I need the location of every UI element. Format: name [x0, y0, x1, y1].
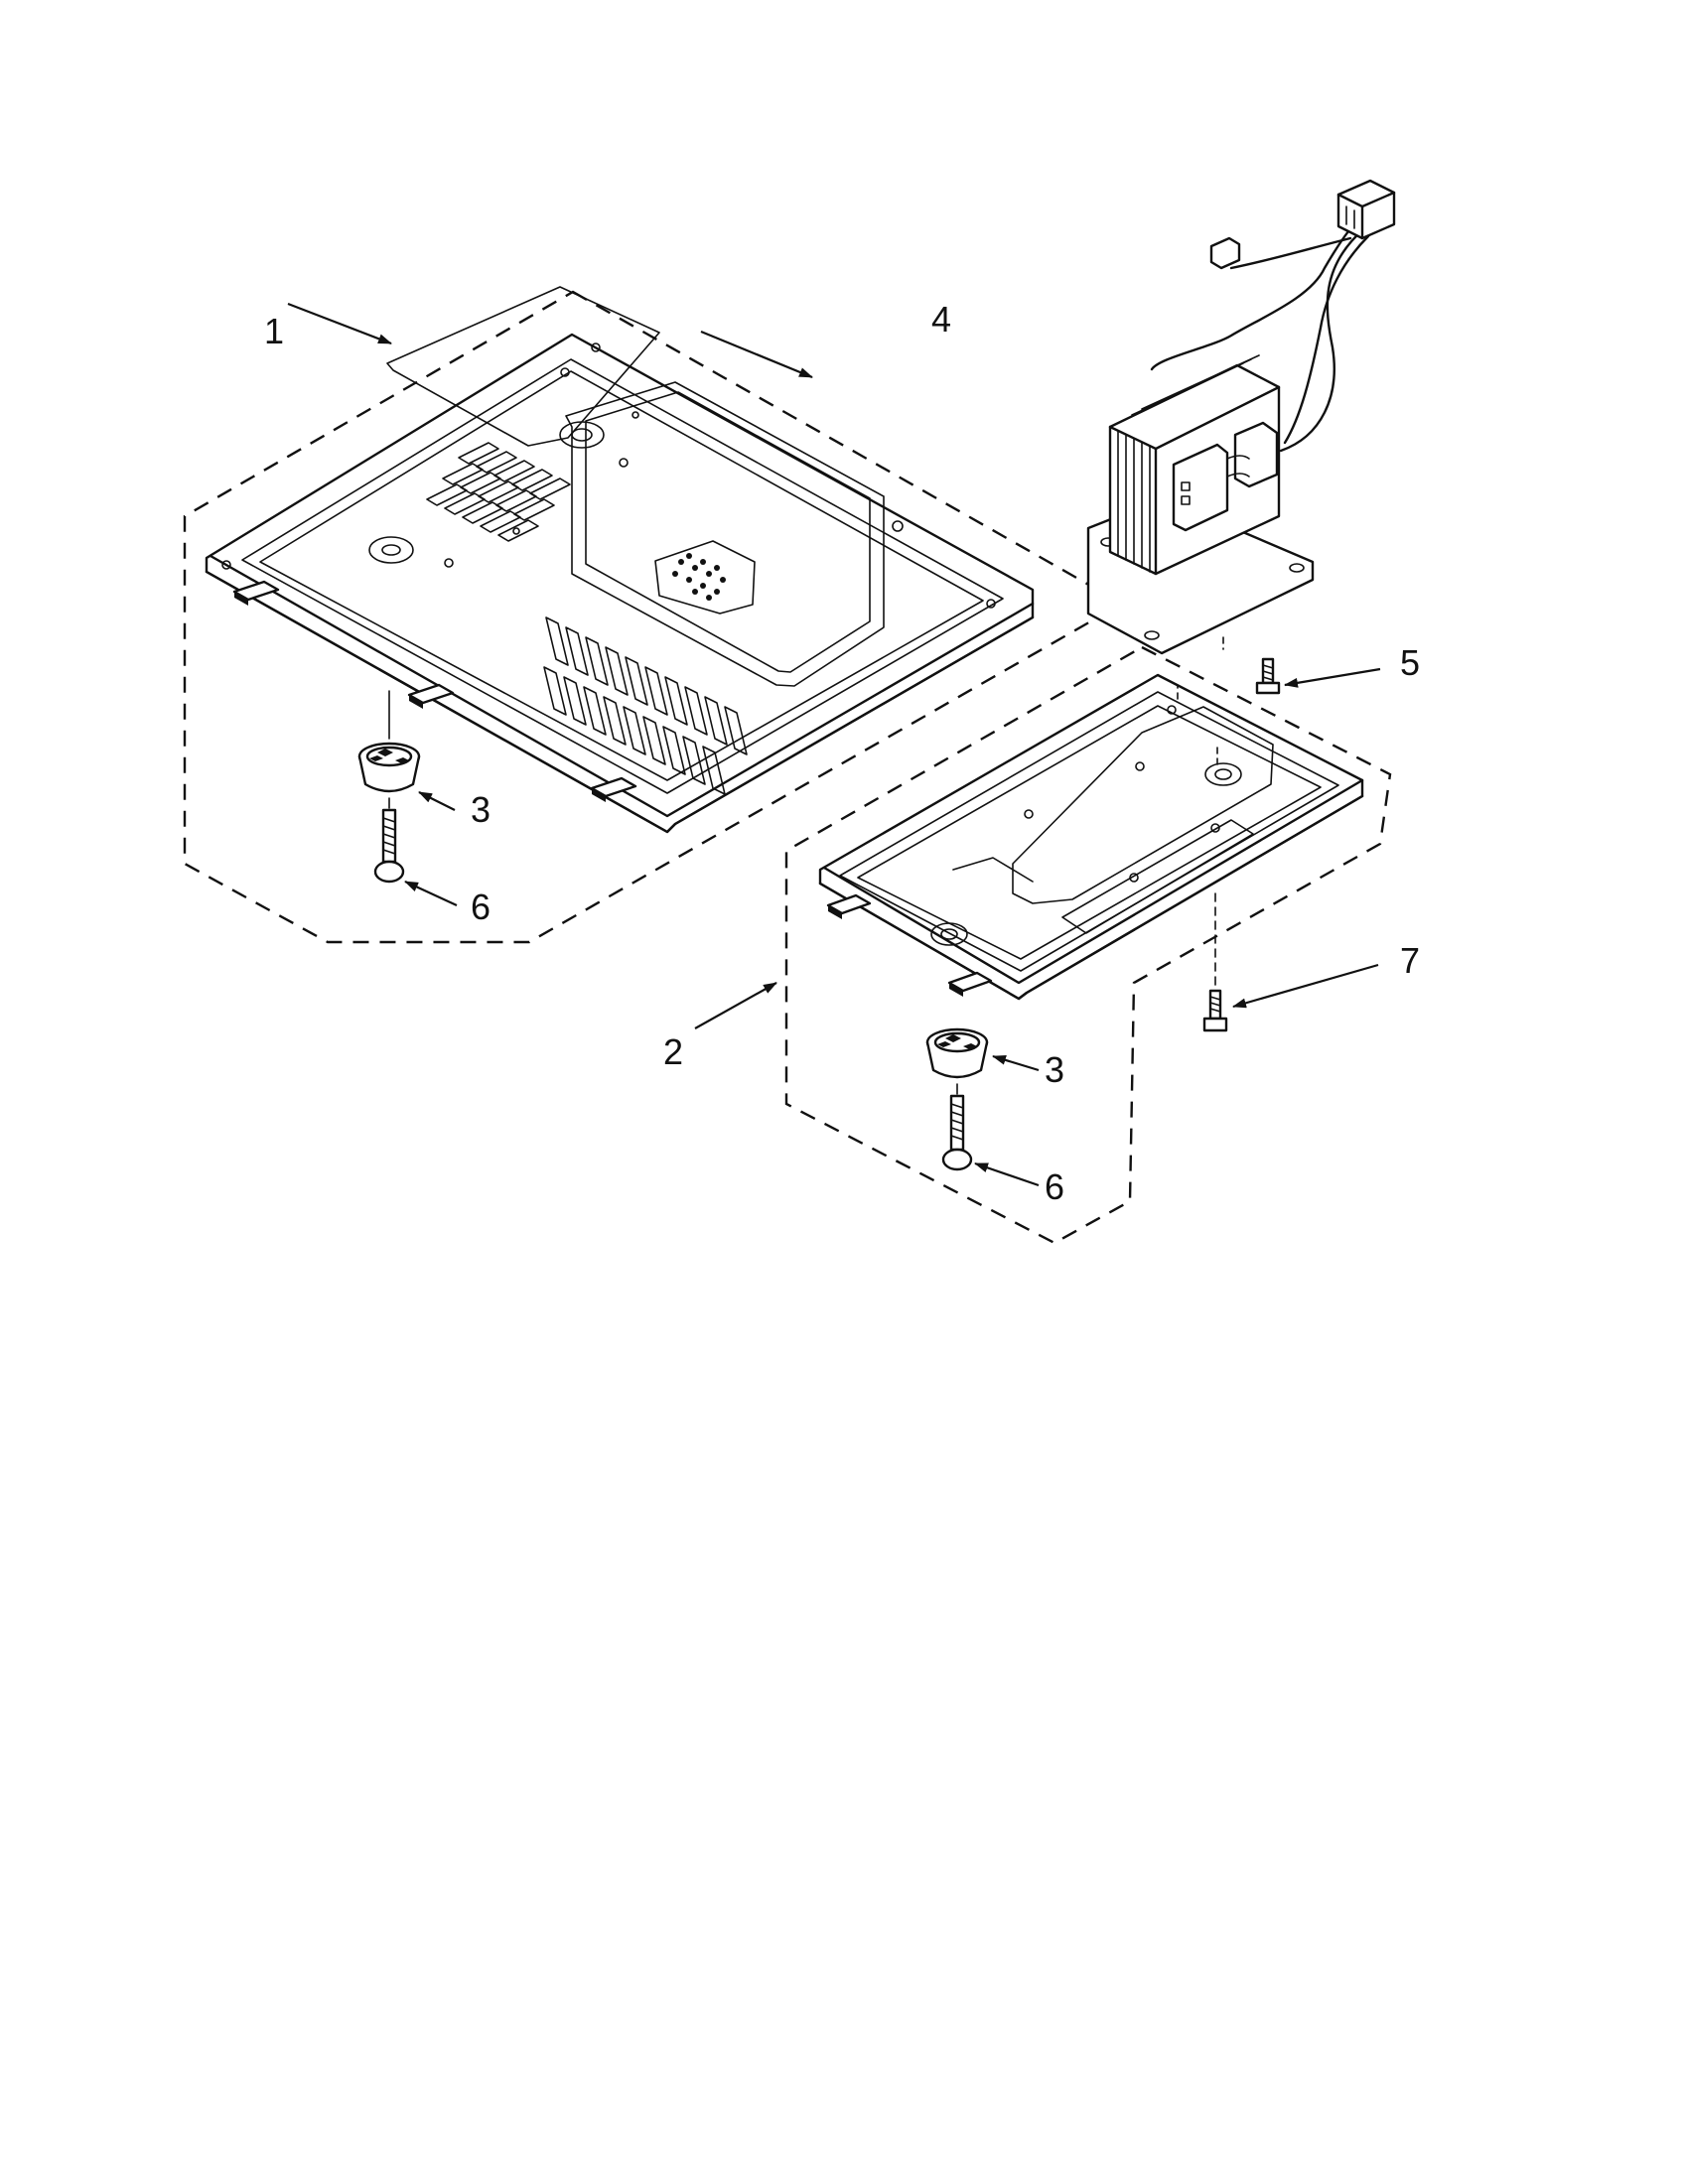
- foot-pad: [590, 776, 637, 798]
- transformer-4: [1086, 179, 1396, 655]
- callout-5: 5: [1400, 642, 1420, 683]
- callout-labels: 1 2 3 3 4 5 6 6 7: [264, 299, 1420, 1207]
- leader-lines: [287, 302, 1381, 1187]
- screw-6-right: [941, 1094, 973, 1171]
- foot-pad: [826, 893, 872, 915]
- foot-3-right: [925, 1027, 989, 1095]
- vent-slots-upper: [426, 442, 571, 542]
- callout-1: 1: [264, 311, 284, 351]
- callout-3b: 3: [1045, 1049, 1064, 1090]
- vent-slots-lower: [543, 616, 748, 795]
- callout-6a: 6: [471, 887, 491, 927]
- grid-holes: [672, 553, 726, 601]
- foot-pad: [407, 683, 455, 705]
- foot-3-left: [357, 690, 421, 809]
- callout-7: 7: [1400, 940, 1420, 981]
- callout-3a: 3: [471, 789, 491, 830]
- screw-7: [1202, 892, 1228, 1032]
- base-plate-small: [818, 636, 1364, 1001]
- screw-5: [1255, 657, 1281, 695]
- callout-2: 2: [663, 1031, 683, 1072]
- assembly-2-boundary: [784, 645, 1392, 1245]
- callout-4: 4: [931, 299, 951, 340]
- callout-6b: 6: [1045, 1166, 1064, 1207]
- foot-pad: [947, 971, 993, 993]
- screw-6-left: [373, 808, 405, 884]
- base-plate-large: [205, 286, 1035, 834]
- foot-pad: [232, 580, 280, 602]
